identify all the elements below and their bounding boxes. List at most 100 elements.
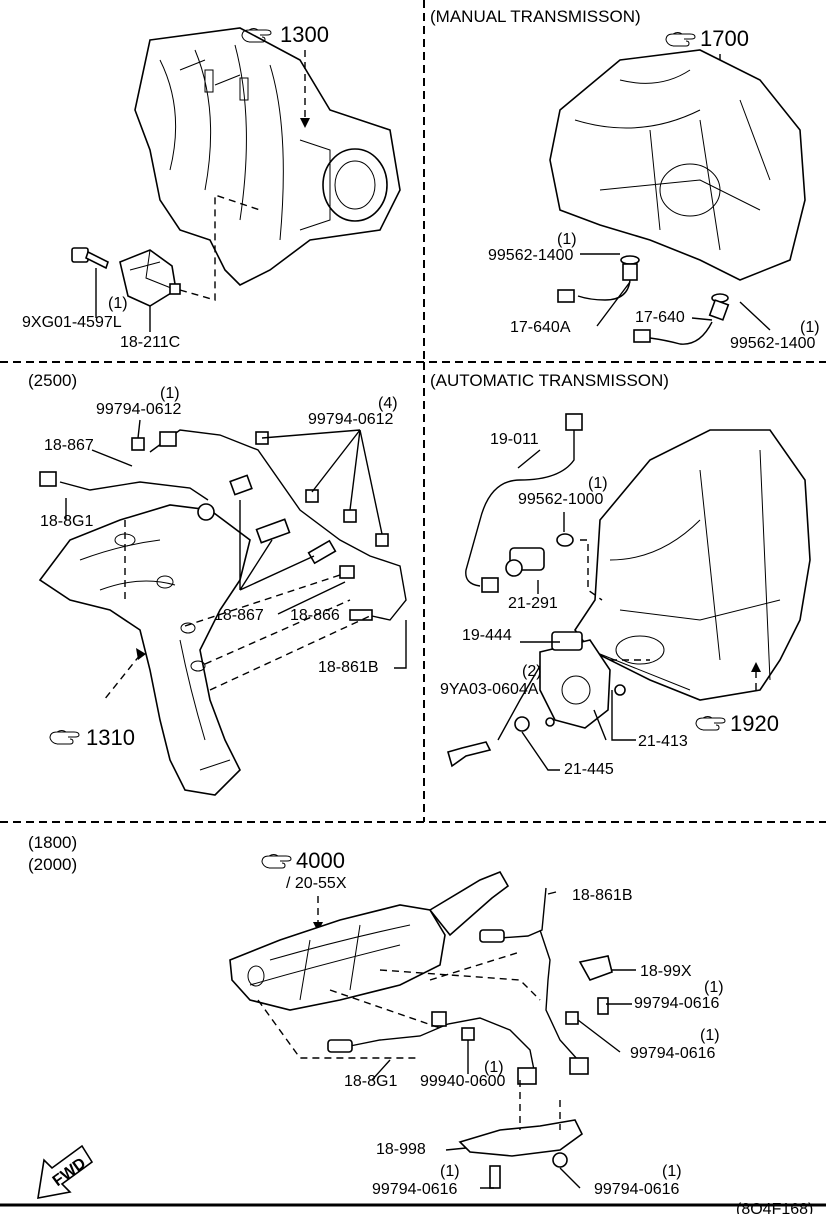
label-switch: 19-444 — [462, 627, 512, 644]
label-bracket-a: 18-867 — [44, 437, 94, 454]
label-bracket-b: 18-998 — [376, 1141, 426, 1158]
panel-2500: (2500) (1) 99794-0612 (4) 99794-0612 18-… — [28, 371, 407, 796]
nut-icon — [565, 1011, 579, 1025]
switch-17-640a — [557, 255, 640, 303]
label-nut-c-qty: (1) — [484, 1059, 504, 1076]
pointing-hand-icon — [665, 32, 696, 47]
label-seal: 21-445 — [564, 761, 614, 778]
intake-leader — [179, 194, 261, 301]
connector-icon — [159, 431, 177, 447]
label-harness: 19-011 — [490, 431, 539, 448]
switch-17-640 — [633, 293, 730, 345]
header-1800: (1800) — [28, 833, 77, 852]
bracket-icon — [229, 474, 253, 496]
pointing-hand-icon — [695, 716, 726, 731]
bracket-18-998 — [458, 1119, 584, 1157]
label-nut-b: 99794-0612 — [308, 411, 394, 428]
sensor-18-8g1 — [197, 503, 215, 521]
connector-icon — [39, 471, 57, 487]
connector-icon — [517, 1067, 537, 1085]
label-sensor: 21-291 — [508, 595, 558, 612]
catalytic-converter-illustration — [229, 870, 510, 1011]
bracket-icon — [431, 1011, 447, 1027]
label-bolt: 9YA03-0604A — [440, 681, 539, 698]
label-washer: 99562-1000 — [518, 491, 604, 508]
ref-4000-sub: / 20-55X — [286, 875, 347, 892]
sensor-18-211c — [119, 249, 181, 307]
label-washer-qty: (1) — [588, 475, 608, 492]
nut-icon — [461, 1027, 475, 1041]
label-sensor-a: 18-861B — [572, 887, 633, 904]
dash-leaders-2500 — [124, 520, 371, 691]
label-nut-b: 99794-0616 — [630, 1045, 716, 1062]
label-nut-e-qty: (1) — [662, 1163, 682, 1180]
label-nut-b-qty: (4) — [378, 395, 398, 412]
label-nut-d-qty: (1) — [440, 1163, 460, 1180]
label-nut-a-qty: (1) — [704, 979, 724, 996]
sensor-18-861b — [349, 609, 373, 621]
label-nut-c: 99940-0600 — [420, 1073, 506, 1090]
intake-manifold-illustration — [134, 27, 401, 286]
sensor-18-861b — [479, 929, 505, 943]
label-sensor-a: 18-8G1 — [40, 513, 93, 530]
connector-icon — [481, 577, 499, 593]
callouts-1800 — [371, 891, 636, 1189]
harness-2500-upper — [149, 429, 407, 621]
pointing-hand-icon — [49, 730, 80, 745]
bracket-icon — [255, 518, 291, 544]
oring-21-413 — [614, 684, 626, 696]
label-washer-a-qty: (1) — [557, 231, 577, 248]
header-2500: (2500) — [28, 371, 77, 390]
harness-18-8g1 — [349, 1017, 535, 1071]
label-nut-b-qty: (1) — [700, 1027, 720, 1044]
bracket-18-99x — [578, 955, 613, 981]
label-washer-a: 99562-1400 — [488, 247, 574, 264]
callouts-2500 — [65, 419, 407, 669]
seal-21-445 — [514, 716, 530, 732]
label-bolt-qty: (2) — [522, 663, 542, 680]
sensor-18-8g1 — [327, 1039, 353, 1053]
label-sensor-b: 18-861B — [318, 659, 379, 676]
label-bolt: 9XG01-4597L — [22, 314, 122, 331]
callouts-auto — [497, 449, 636, 771]
panel-auto: (AUTOMATIC TRANSMISSON) — [430, 371, 811, 778]
label-washer-b-qty: (1) — [800, 319, 820, 336]
label-nut-a-qty: (1) — [160, 385, 180, 402]
label-washer-b: 99562-1400 — [730, 335, 816, 352]
header-automatic: (AUTOMATIC TRANSMISSON) — [430, 371, 669, 390]
ref-1310: 1310 — [86, 725, 135, 750]
manual-transmission-illustration — [549, 49, 806, 281]
bracket-18-866 — [339, 565, 355, 579]
panel-1800-2000: (1800) (2000) 4000 / 20-55X — [28, 833, 813, 1214]
pointing-hand-icon — [261, 854, 292, 869]
bolt-9xg01 — [71, 247, 109, 270]
footer-code: (8O4F168) — [736, 1201, 813, 1214]
header-manual: (MANUAL TRANSMISSON) — [430, 7, 641, 26]
fwd-arrow-icon: FWD — [37, 1144, 94, 1199]
label-bracket-a: 18-99X — [640, 963, 692, 980]
bracket-icon — [307, 539, 337, 565]
panel-manual: (MANUAL TRANSMISSON) 1700 (1) 99562-1400… — [430, 7, 820, 352]
harness-18-861b — [499, 887, 579, 1061]
harness-2500-sensor-a — [59, 481, 209, 501]
label-switch-b: 17-640 — [635, 309, 685, 326]
label-nut-a: 99794-0612 — [96, 401, 182, 418]
switch-19-444 — [539, 631, 611, 729]
panel-intake: 1300 (1) 9XG01-4597L 18-211C — [22, 22, 401, 351]
label-sensor: 18-211C — [120, 334, 180, 351]
bolt-9ya03 — [447, 741, 492, 768]
connector-icon — [569, 1057, 589, 1075]
connector-icon — [565, 413, 583, 431]
label-sensor-b: 18-8G1 — [344, 1073, 397, 1090]
label-nut-d: 99794-0616 — [372, 1181, 458, 1198]
label-nut-a: 99794-0616 — [634, 995, 720, 1012]
bolt-icon — [489, 1165, 501, 1189]
exhaust-manifold-illustration — [38, 504, 251, 796]
nuts-2500 — [131, 431, 389, 547]
bolt-icon — [597, 997, 609, 1015]
label-switch-a: 17-640A — [510, 319, 571, 336]
label-oring: 21-413 — [638, 733, 688, 750]
label-bolt-qty: (1) — [108, 295, 128, 312]
nut-icon — [552, 1152, 568, 1168]
